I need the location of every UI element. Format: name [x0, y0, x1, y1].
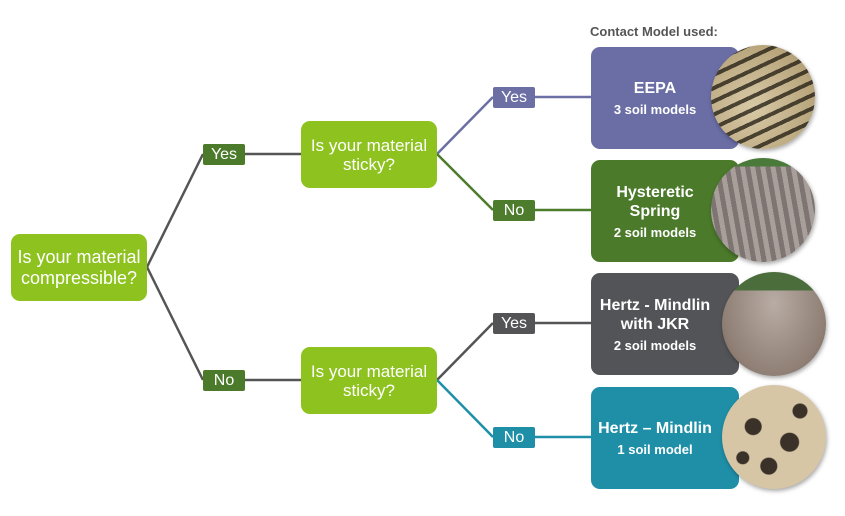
branch-label-top-yes: Yes — [493, 87, 535, 108]
model-count: 1 soil model — [617, 442, 693, 457]
model-name: Hertz - Mindlin with JKR — [599, 296, 711, 333]
question-sticky-bottom: Is your material sticky? — [301, 347, 437, 414]
branch-label-bottom-yes: Yes — [493, 313, 535, 334]
connector-top-yes — [436, 96, 494, 155]
branch-label-root-yes: Yes — [203, 144, 245, 165]
branch-label-root-no: No — [203, 370, 245, 391]
model-name: Hysteretic Spring — [616, 183, 694, 220]
tire-tracks-soil-photo — [711, 45, 815, 149]
connector-bottom-no — [436, 379, 494, 438]
ploughed-field-photo — [711, 158, 815, 262]
connector-bottom-yes — [436, 322, 494, 381]
connector-root-yes — [145, 153, 205, 268]
question-compressible: Is your material compressible? — [11, 234, 147, 301]
model-count: 3 soil models — [613, 102, 697, 117]
model-count: 2 soil models — [613, 337, 697, 353]
sand-footprints-photo — [722, 385, 826, 489]
dirt-road-photo — [722, 272, 826, 376]
model-box-hertz-mindlin: Hertz – Mindlin 1 soil model — [591, 387, 739, 489]
question-sticky-top: Is your material sticky? — [301, 121, 437, 188]
model-box-hertz-mindlin-jkr: Hertz - Mindlin with JKR 2 soil models — [591, 273, 739, 375]
model-name: Hertz – Mindlin — [598, 420, 712, 437]
connector-root-no — [145, 266, 205, 381]
contact-model-header: Contact Model used: — [590, 24, 718, 39]
model-box-hysteretic-spring: Hysteretic Spring 2 soil models — [591, 160, 739, 262]
connector-top-no — [436, 153, 494, 211]
model-count: 2 soil models — [613, 224, 697, 240]
branch-label-bottom-no: No — [493, 427, 535, 448]
branch-label-top-no: No — [493, 200, 535, 221]
model-name: EEPA — [633, 80, 677, 97]
